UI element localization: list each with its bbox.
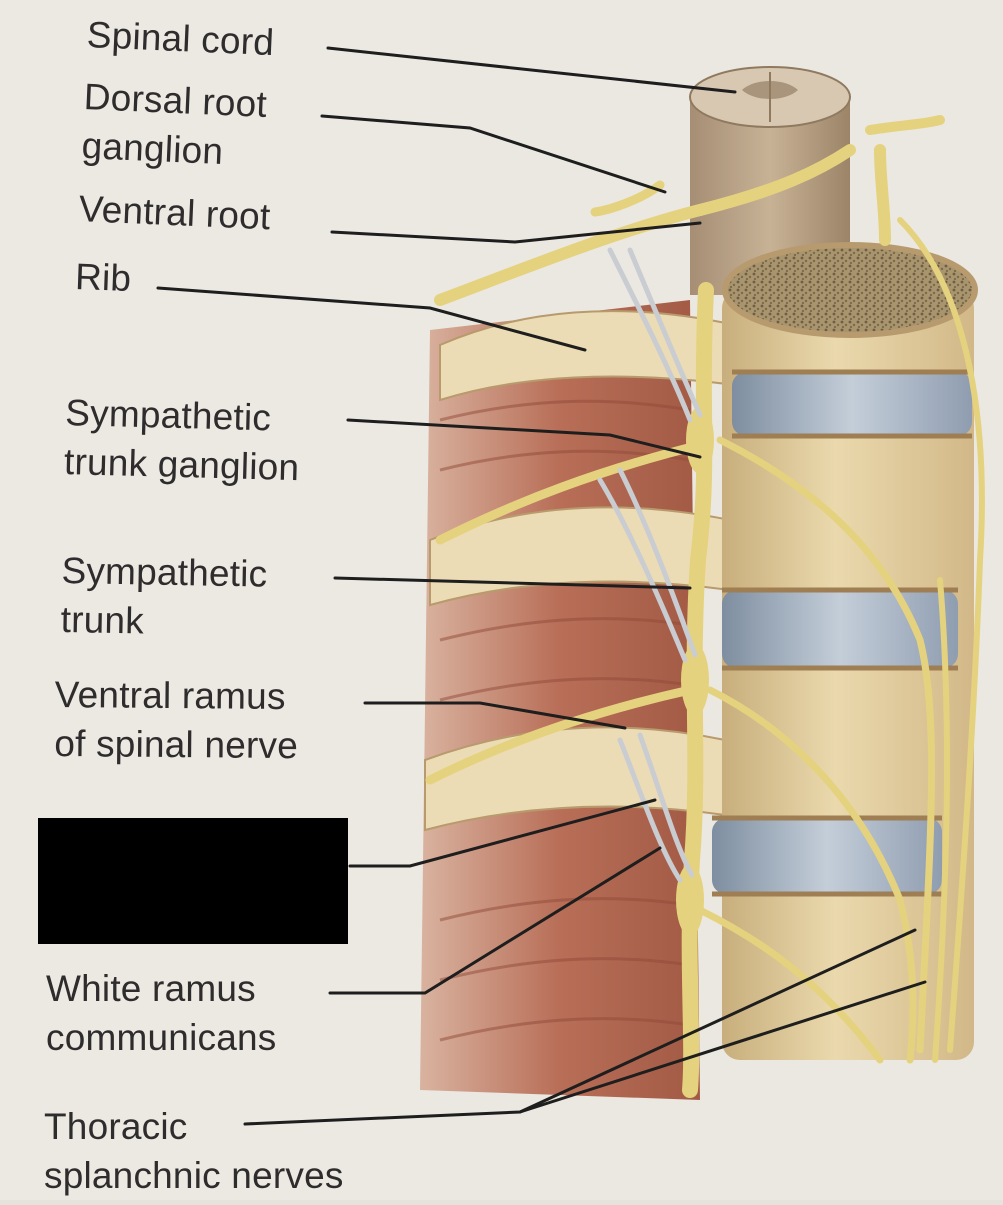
leader-ventral-root xyxy=(330,221,702,244)
label-thoracic-splanchnic: Thoracic splanchnic nerves xyxy=(44,1102,344,1200)
rami-communicantes xyxy=(597,247,703,883)
intervertebral-disc-2 xyxy=(722,590,958,668)
page-background-wash xyxy=(0,0,430,1200)
label-line: trunk ganglion xyxy=(63,440,300,489)
vertebral-column xyxy=(712,242,978,1060)
label-spinal-cord: Spinal cord xyxy=(86,10,275,67)
label-line: of spinal nerve xyxy=(54,722,299,767)
label-line: communicans xyxy=(46,1017,277,1058)
label-line: trunk xyxy=(60,598,145,642)
leader-masked-label xyxy=(348,798,657,868)
label-ventral-root: Ventral root xyxy=(78,184,272,241)
label-line: White ramus xyxy=(46,968,256,1009)
intercostal-muscles xyxy=(420,300,700,1100)
vertebral-body-cross-section xyxy=(722,242,978,338)
label-line: Sympathetic xyxy=(64,391,272,439)
leader-lines xyxy=(156,46,927,1126)
leader-thoracic-splanchnic-2 xyxy=(518,980,927,1114)
label-line: Ventral ramus xyxy=(54,673,286,718)
leader-sympathetic-trunk xyxy=(333,576,692,590)
intervertebral-disc-1 xyxy=(732,372,972,436)
label-line: Ventral root xyxy=(78,187,272,238)
intervertebral-disc-3 xyxy=(712,818,942,894)
label-rib: Rib xyxy=(74,252,132,303)
leader-spinal-cord xyxy=(326,46,737,94)
label-line: Rib xyxy=(74,255,132,299)
label-line: Dorsal root xyxy=(83,75,268,125)
leader-ventral-ramus xyxy=(363,701,627,730)
redaction-box xyxy=(38,818,348,944)
label-line: splanchnic nerves xyxy=(44,1155,344,1196)
label-line: Spinal cord xyxy=(86,13,275,64)
leader-sympathetic-trunk-ganglion xyxy=(346,418,702,459)
nerves xyxy=(425,115,985,1098)
leader-rib xyxy=(156,286,587,352)
leader-white-ramus xyxy=(328,846,662,995)
label-line: Thoracic xyxy=(44,1106,188,1147)
label-line: ganglion xyxy=(80,124,225,173)
label-line: Sympathetic xyxy=(61,549,268,595)
label-white-ramus: White ramus communicans xyxy=(46,964,276,1062)
leader-dorsal-root-ganglion xyxy=(320,114,667,194)
